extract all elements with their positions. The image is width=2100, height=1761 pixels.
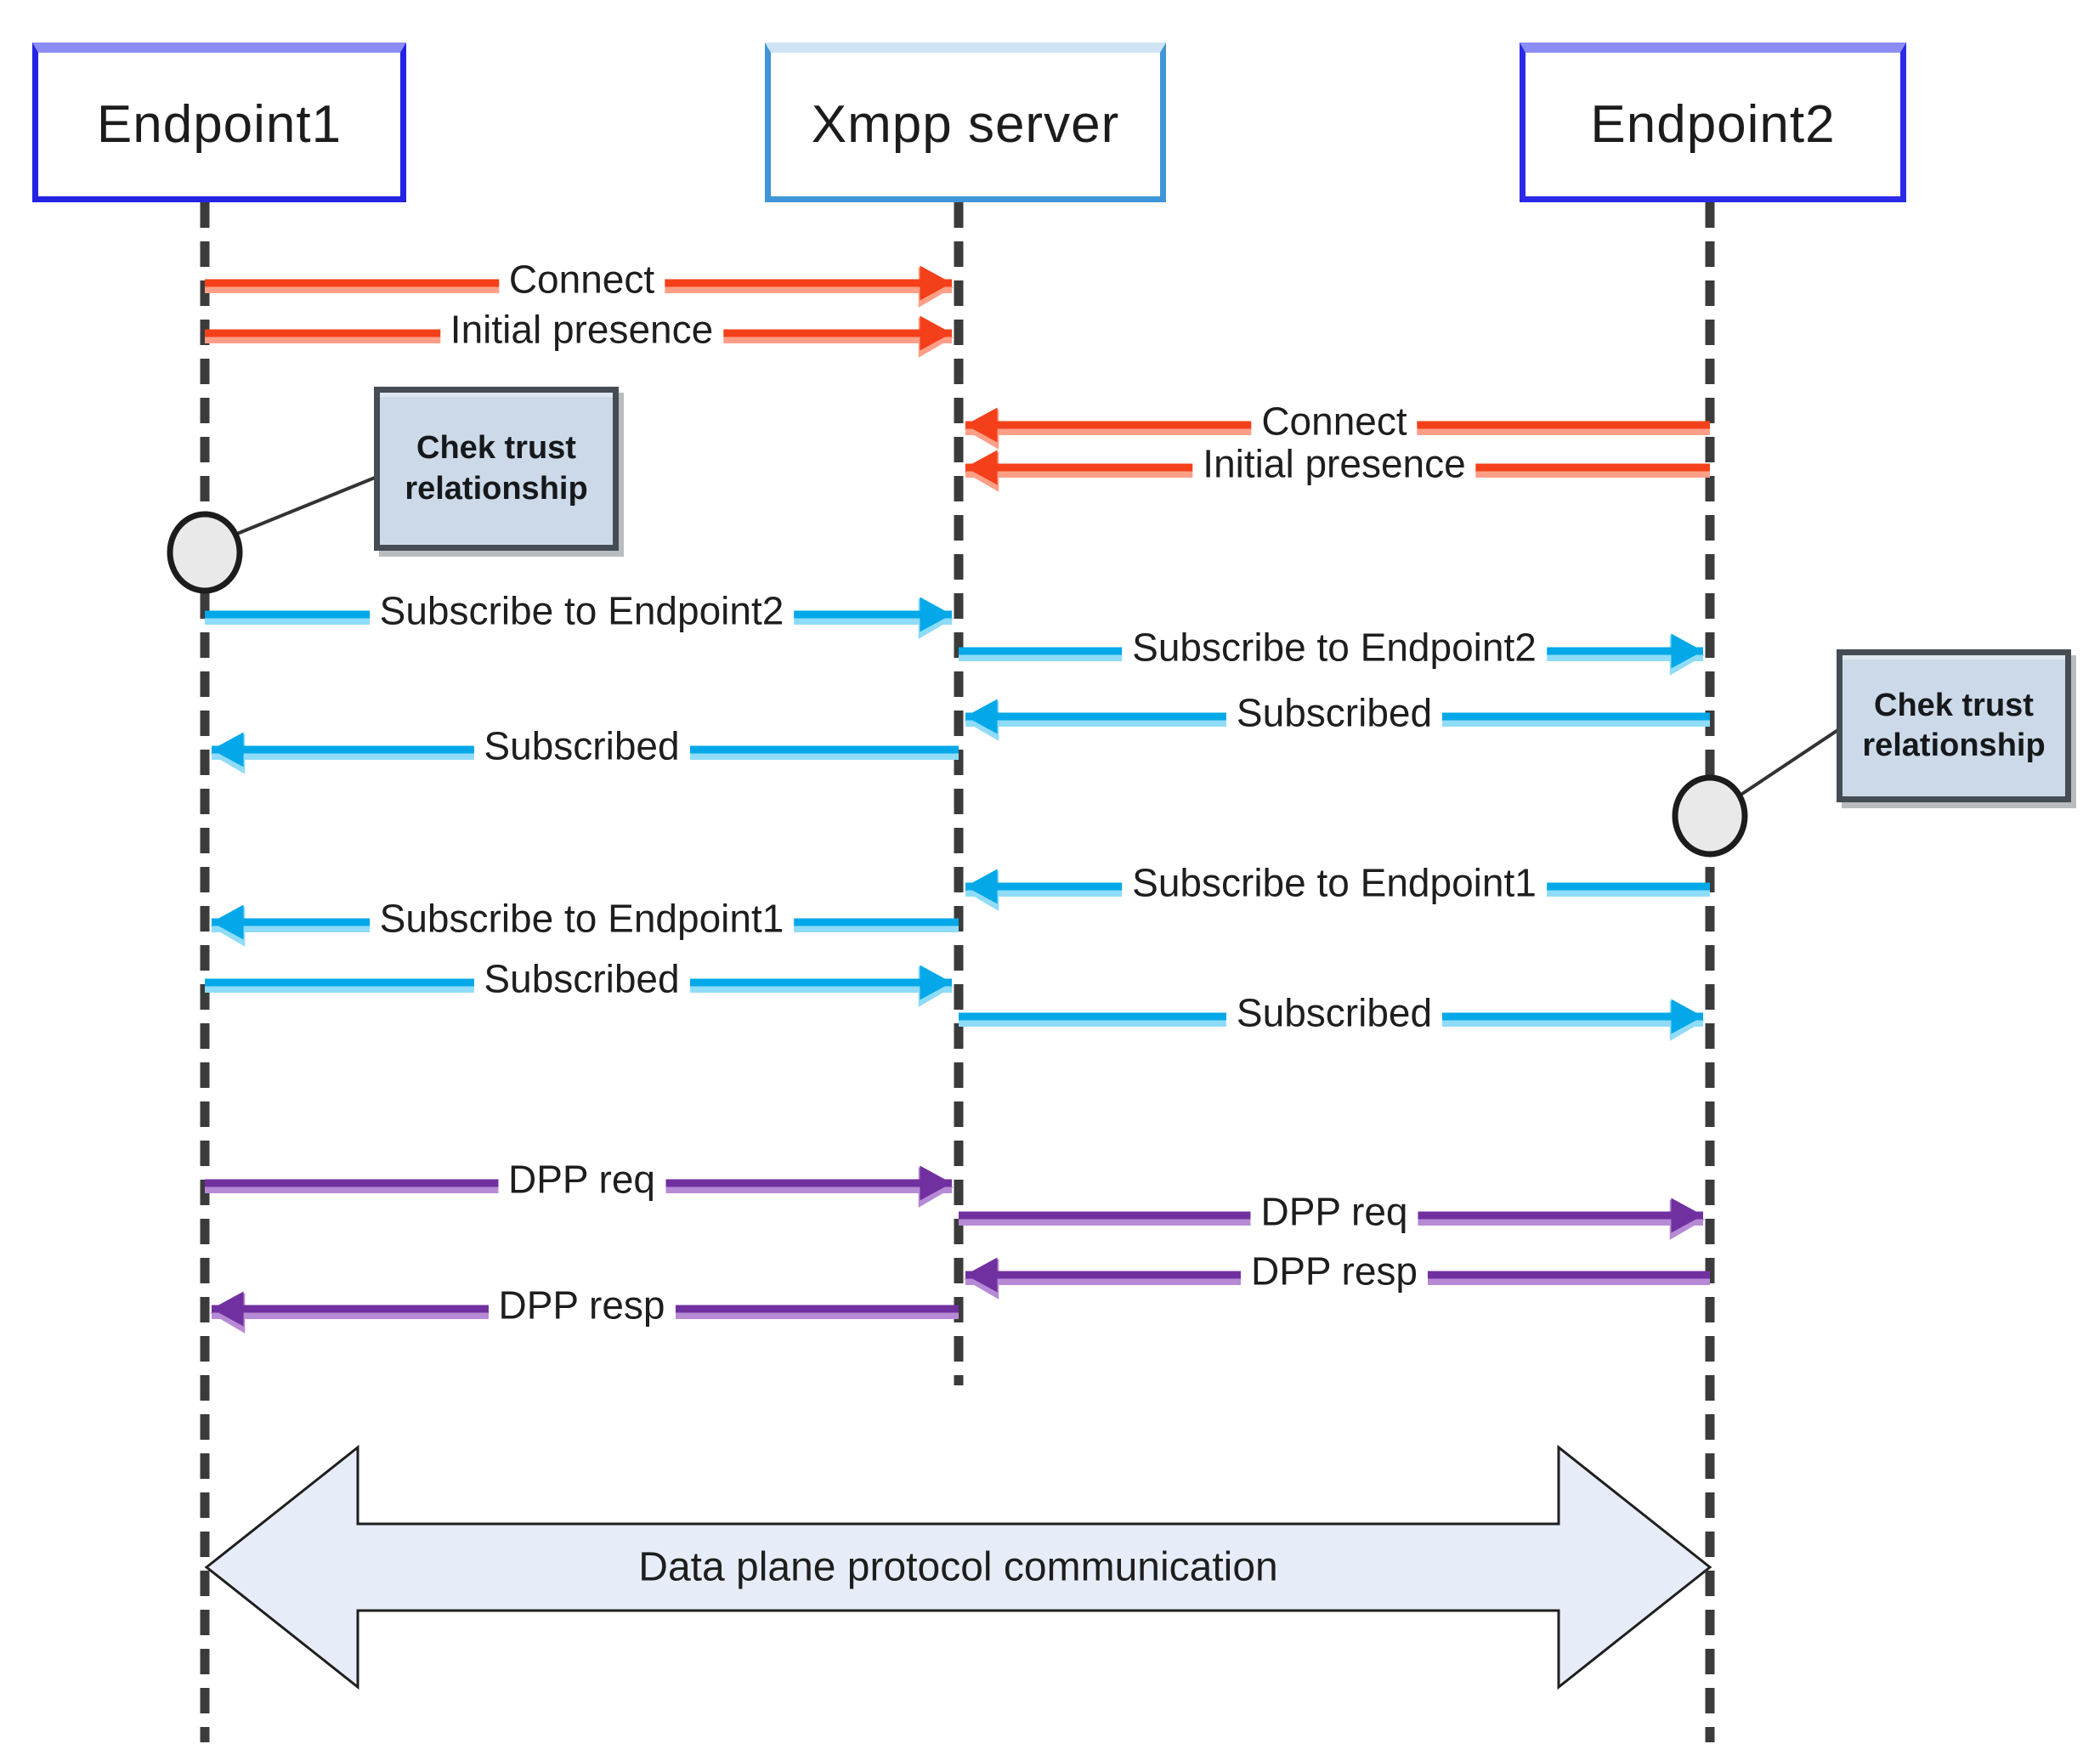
actor-endpoint2-label: Endpoint2: [1590, 95, 1836, 154]
message-label: Subscribed: [1225, 689, 1443, 736]
message-label: DPP req: [497, 1156, 666, 1203]
note-connector: [232, 474, 380, 537]
actor-endpoint1: Endpoint1: [32, 42, 406, 202]
message-label: Subscribe to Endpoint1: [369, 895, 795, 942]
actor-endpoint2: Endpoint2: [1520, 42, 1906, 202]
note-line: relationship: [405, 470, 588, 507]
message-label: Subscribed: [473, 955, 690, 1002]
message-label: DPP resp: [488, 1282, 676, 1328]
message-label: Subscribe to Endpoint1: [1122, 859, 1547, 906]
message-label: Subscribe to Endpoint2: [369, 587, 795, 634]
note-check-trust-left: Chek trust relationship: [374, 387, 619, 551]
note-anchor-circle: [1672, 774, 1748, 858]
actor-endpoint1-label: Endpoint1: [96, 95, 342, 154]
message-label: DPP req: [1250, 1188, 1418, 1235]
actor-xmpp-server-label: Xmpp server: [811, 95, 1120, 154]
message-label: Initial presence: [439, 306, 724, 353]
bottom-arrow-label: Data plane protocol communication: [638, 1544, 1278, 1590]
message-label: Subscribed: [473, 722, 690, 769]
message-label: DPP resp: [1240, 1248, 1429, 1294]
message-label: Connect: [498, 256, 665, 303]
actor-xmpp-server: Xmpp server: [765, 42, 1166, 202]
note-line: Chek trust: [1874, 687, 2034, 723]
message-label: Initial presence: [1192, 440, 1476, 487]
note-line: Chek trust: [416, 430, 576, 466]
note-connector: [1735, 728, 1841, 799]
bottom-double-arrow: [204, 1444, 1712, 1690]
message-label: Subscribed: [1225, 989, 1443, 1036]
message-label: Subscribe to Endpoint2: [1122, 624, 1547, 671]
note-line: relationship: [1862, 728, 2046, 763]
note-check-trust-right: Chek trust relationship: [1837, 649, 2071, 802]
note-anchor-circle: [167, 511, 243, 594]
message-label: Connect: [1251, 398, 1418, 444]
